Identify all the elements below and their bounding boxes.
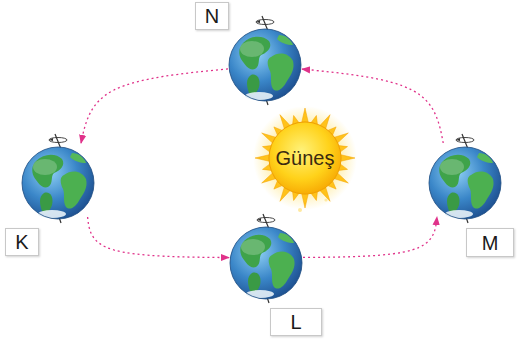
earth-position: K (21, 143, 95, 217)
position-letter: L (290, 312, 301, 332)
sun-disc (269, 122, 341, 194)
orbit-arrow (302, 69, 443, 143)
earth-globe (229, 16, 301, 105)
position-label-box: M (466, 228, 514, 257)
earth-globe (429, 134, 501, 223)
position-letter: N (205, 6, 219, 26)
earth-position: N (228, 25, 302, 99)
position-label-box: K (5, 228, 39, 256)
orbit-arrow (303, 217, 437, 257)
sun-glow (253, 106, 357, 210)
earth-globe (230, 214, 302, 303)
sun-spark (324, 198, 327, 201)
sun-ray (341, 155, 355, 161)
sun-node: Güneş (269, 140, 341, 176)
sun-spark (298, 208, 302, 212)
position-letter: K (15, 232, 28, 252)
earth-globe (22, 134, 94, 223)
earth-position: M (428, 143, 502, 217)
sun-label: Güneş (276, 148, 335, 168)
sun-rays (255, 108, 355, 208)
orbit-arrow (88, 217, 229, 258)
sun-label-area: Güneş (269, 140, 341, 176)
orbit-arrow (81, 69, 228, 143)
earth-position: L (229, 223, 303, 297)
sun-ray (255, 155, 269, 161)
position-label-box: N (195, 2, 229, 30)
position-label-box: L (270, 308, 322, 336)
position-letter: M (482, 233, 499, 253)
sun-ray (302, 194, 308, 208)
sun-ray (302, 108, 308, 122)
